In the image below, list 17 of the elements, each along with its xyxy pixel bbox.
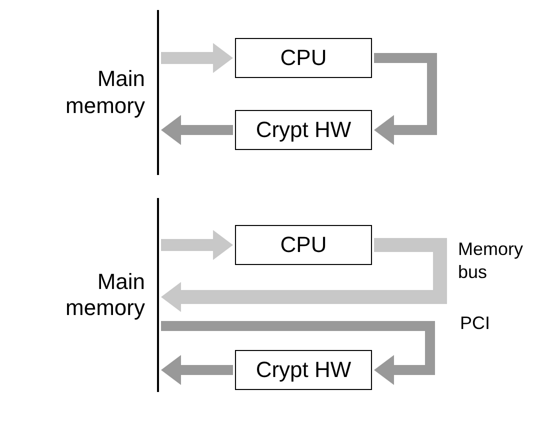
arrow [161, 115, 233, 145]
box-label: Crypt HW [256, 356, 352, 384]
box-label: Crypt HW [256, 116, 352, 144]
process-box [235, 350, 372, 390]
process-box [235, 38, 372, 78]
arrow [161, 355, 233, 385]
arrow [161, 230, 233, 260]
arrow [161, 321, 435, 385]
arrow [374, 53, 437, 145]
box-label: CPU [280, 232, 327, 258]
process-box [235, 110, 372, 150]
memory-label: Main memory [64, 268, 145, 322]
box-label: CPU [280, 44, 327, 72]
arrow [161, 43, 233, 73]
process-box [235, 225, 372, 265]
arrow [161, 238, 447, 312]
memory-label: Main memory [64, 66, 145, 119]
